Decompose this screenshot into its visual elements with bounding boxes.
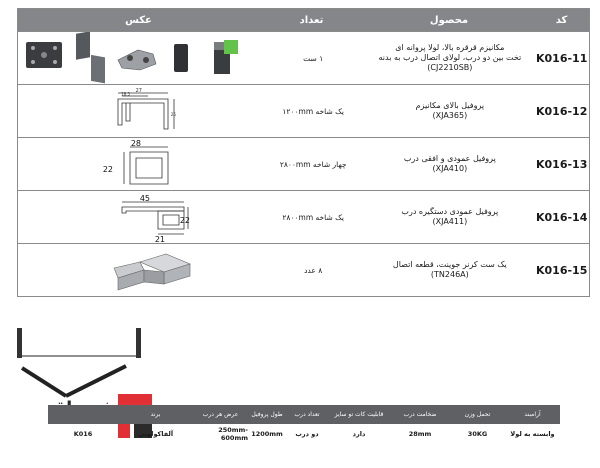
- header-qty: تعداد: [299, 14, 324, 26]
- product-name-line: تخت بین دو درب، لولای اتصال درب به بدنه: [378, 53, 522, 62]
- profile-xja411-drawing: 45 22 21: [121, 194, 190, 243]
- header-image: عکس: [125, 14, 152, 26]
- row-image: 45 22 21: [18, 191, 261, 243]
- corner-joint-illustration: [113, 253, 191, 291]
- row-code: K016-11: [535, 51, 588, 65]
- row-code: K016-12: [535, 104, 588, 118]
- product-name-line: پروفیل عمودی دستگیره درب: [401, 207, 499, 216]
- row-qty: یک شاخه ۱۲۰۰mm: [282, 106, 344, 116]
- profile-xja365-drawing: 27 18.5 25: [117, 88, 177, 130]
- product-model: (XJA365): [432, 111, 468, 120]
- table-header: کد محصول تعداد عکس: [18, 9, 589, 31]
- row-qty: ۱ ست: [303, 53, 324, 63]
- spec-header-cell: طول پروفیل: [251, 411, 283, 418]
- row-qty: چهار شاخه ۲۸۰۰mm: [279, 159, 347, 169]
- row-image: 27 18.5 25: [18, 85, 261, 137]
- spec-header-cell: تعداد درب: [294, 411, 320, 418]
- row-code: K016-14: [535, 210, 588, 224]
- row-image: [18, 244, 261, 296]
- spec-header-cell: تحمل وزن: [464, 411, 491, 418]
- row-qty: یک شاخه ۲۸۰۰mm: [282, 212, 344, 222]
- spec-value: 30KG: [467, 430, 488, 438]
- spec-values: وابسته به لولا 30KG 28mm دارد دو درب 120…: [48, 426, 560, 442]
- door-fold-sketch: [17, 328, 141, 398]
- product-model: (TN246A): [430, 270, 469, 279]
- spec-value: دارد: [352, 430, 366, 438]
- product-name-line: پروفیل بالای مکانیزم: [415, 101, 485, 110]
- product-name-line: پروفیل عمودی و افقی درب: [403, 154, 496, 163]
- product-model: (CJ2210SB): [427, 63, 473, 72]
- profile-xja410-drawing: 28 22: [103, 139, 169, 185]
- table-row: K016-11 مکانیزم قرقره بالا، لولا پروانه …: [18, 31, 589, 84]
- table-row: K016-15 یک ست کرنر جوینت، قطعه اتصال (TN…: [18, 243, 589, 296]
- header-code: کد: [555, 14, 568, 26]
- product-model: (XJA411): [432, 217, 468, 226]
- row-product: پروفیل عمودی دستگیره درب (XJA411): [365, 191, 534, 243]
- spec-value: K016: [73, 430, 93, 438]
- row-code: K016-13: [535, 157, 588, 171]
- dim-label: 18.5: [121, 92, 130, 97]
- spec-value: 1200mm: [251, 430, 283, 438]
- spec-value: دو درب: [295, 430, 319, 438]
- dim-label: 45: [140, 194, 150, 203]
- dim-label: 25: [171, 112, 177, 117]
- spec-value: وابسته به لولا: [510, 430, 555, 438]
- parts-table: کد محصول تعداد عکس K016-11 مکانیزم قرقره…: [17, 8, 590, 297]
- row-image: 28 22: [18, 138, 261, 190]
- row-product: پروفیل عمودی و افقی درب (XJA410): [365, 138, 534, 190]
- product-name-line: یک ست کرنر جوینت، قطعه اتصال: [392, 260, 507, 269]
- row-image: [18, 32, 261, 84]
- spec-header-cell: عرض هر درب: [202, 411, 239, 418]
- dim-label: 28: [131, 139, 141, 148]
- table-row: K016-12 پروفیل بالای مکانیزم (XJA365) یک…: [18, 84, 589, 137]
- row-qty: ۸ عدد: [304, 265, 323, 275]
- spec-header-cell: [48, 405, 118, 424]
- product-name-line: مکانیزم قرقره بالا، لولا پروانه ای: [395, 43, 505, 52]
- dim-label: 27: [136, 88, 142, 94]
- header-product: محصول: [429, 14, 469, 26]
- row-product: یک ست کرنر جوینت، قطعه اتصال (TN246A): [365, 244, 534, 296]
- dim-label: 22: [180, 216, 190, 225]
- table-row: K016-13 پروفیل عمودی و افقی درب (XJA410)…: [18, 137, 589, 190]
- spec-header-cell: برند: [150, 411, 161, 418]
- row-product: پروفیل بالای مکانیزم (XJA365): [365, 85, 534, 137]
- table-row: K016-14 پروفیل عمودی دستگیره درب (XJA411…: [18, 190, 589, 243]
- spec-header: آرامبند تحمل وزن ضخامت درب قابلیت کات تو…: [48, 405, 560, 424]
- mechanism-parts-illustration: [26, 32, 238, 84]
- spec-value: آلفاکولونی: [137, 430, 174, 438]
- spec-value: 250mm-600mm: [218, 426, 248, 442]
- row-code: K016-15: [535, 263, 588, 277]
- spec-header-cell: ضخامت درب: [403, 411, 437, 418]
- row-product: مکانیزم قرقره بالا، لولا پروانه ای تخت ب…: [365, 32, 534, 84]
- dim-label: 22: [103, 165, 113, 174]
- dim-label: 21: [155, 235, 165, 243]
- product-model: (XJA410): [432, 164, 468, 173]
- spec-header-cell: قابلیت کات تو سایز: [334, 411, 384, 418]
- spec-header-cell: آرامبند: [524, 411, 541, 418]
- spec-value: 28mm: [408, 430, 432, 438]
